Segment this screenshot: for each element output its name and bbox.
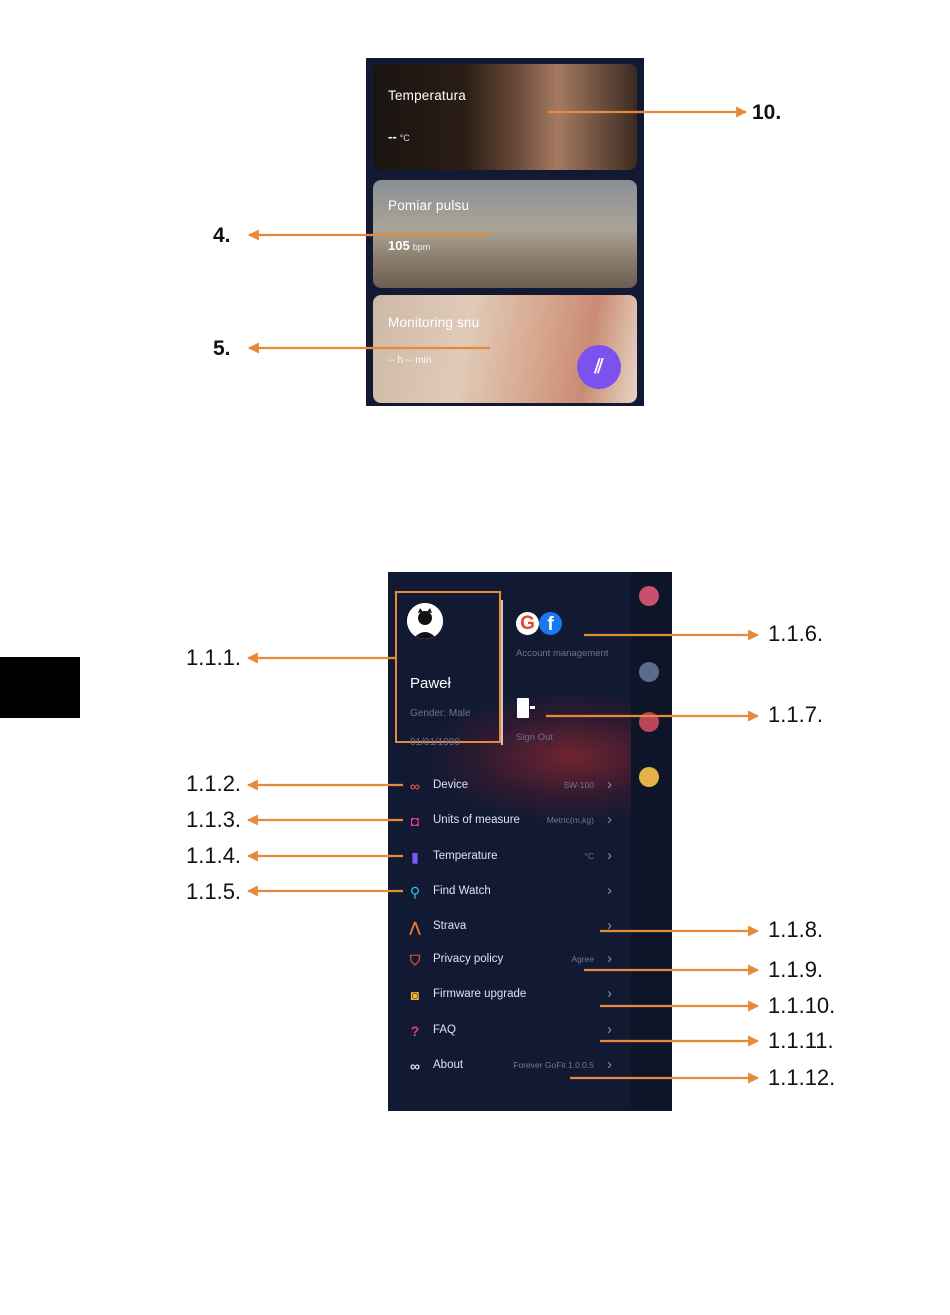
- callout-1-1-6: 1.1.6.: [768, 621, 824, 646]
- callout-5: 5.: [213, 337, 231, 360]
- menu-item-temperature[interactable]: ▮ Temperature °C ›: [404, 846, 614, 868]
- callout-1-1-11: 1.1.11.: [768, 1028, 834, 1053]
- profile-name: Paweł: [410, 675, 451, 692]
- profile-panel[interactable]: Paweł Gender: Male 01/01/1990: [395, 591, 501, 748]
- menu-item-firmware-upgrade[interactable]: ◙ Firmware upgrade ›: [404, 984, 614, 1006]
- chevron-right-icon: ›: [607, 950, 612, 967]
- circle-icon: [639, 662, 659, 682]
- menu-item-label: Privacy policy: [433, 953, 504, 965]
- menu-item-label: Firmware upgrade: [433, 988, 527, 1000]
- menu-item-label: FAQ: [433, 1024, 457, 1036]
- watch-icon: ◙: [410, 987, 420, 1003]
- callout-1-1-8: 1.1.8.: [768, 917, 824, 942]
- menu-item-find-watch[interactable]: ⚲ Find Watch ›: [404, 881, 614, 903]
- account-management-label[interactable]: Account management: [516, 648, 609, 659]
- temperature-card[interactable]: Temperatura --°C: [373, 64, 637, 170]
- menu-item-value: °C: [584, 851, 594, 861]
- chevron-right-icon: ›: [607, 776, 612, 793]
- profile-gender: Gender: Male: [410, 708, 471, 719]
- thermometer-icon: ▮: [411, 849, 419, 865]
- circle-icon: [639, 586, 659, 606]
- chevron-right-icon: ›: [607, 1056, 612, 1073]
- temperature-card-value: --°C: [388, 129, 410, 144]
- avatar-icon: [407, 603, 443, 639]
- menu-item-label: Strava: [433, 920, 467, 932]
- facebook-icon[interactable]: f: [539, 612, 562, 635]
- question-icon: ?: [410, 1023, 420, 1039]
- callout-1-1-1: 1.1.1.: [186, 645, 242, 670]
- chevron-right-icon: ›: [607, 811, 612, 828]
- callout-1-1-7: 1.1.7.: [768, 702, 824, 727]
- background-page-strip: [631, 572, 672, 1111]
- link-icon: ∞: [410, 778, 420, 794]
- chevron-right-icon: ›: [607, 985, 612, 1002]
- menu-item-privacy-policy[interactable]: ⛉ Privacy policy Agree ›: [404, 949, 614, 971]
- chevron-right-icon: ›: [607, 847, 612, 864]
- shield-icon: ⛉: [409, 952, 421, 968]
- menu-item-label: About: [433, 1059, 464, 1071]
- menu-item-units-of-measure[interactable]: ◘ Units of measure Metric(m,kg) ›: [404, 810, 614, 832]
- settings-menu-screen: Paweł Gender: Male 01/01/1990 G f Accoun…: [388, 572, 672, 1111]
- circle-icon: [639, 767, 659, 787]
- callout-1-1-2: 1.1.2.: [186, 771, 242, 796]
- menu-item-label: Temperature: [433, 850, 498, 862]
- pulse-card-title: Pomiar pulsu: [388, 198, 470, 213]
- profile-birth-date: 01/01/1990: [410, 737, 461, 748]
- menu-item-value: Forever GoFit 1.0.0.5: [513, 1060, 594, 1070]
- menu-item-value: Agree: [571, 954, 594, 964]
- menu-item-about[interactable]: ∞ About Forever GoFit 1.0.0.5 ›: [404, 1055, 614, 1077]
- temperature-card-title: Temperatura: [388, 88, 466, 103]
- divider: [501, 600, 503, 745]
- ruler-icon: ◘: [410, 813, 420, 829]
- infinity-icon: ∞: [410, 1058, 420, 1074]
- chevron-right-icon: ›: [607, 917, 612, 934]
- menu-item-label: Device: [433, 779, 469, 791]
- menu-item-strava[interactable]: ⋀ Strava ›: [404, 916, 614, 938]
- search-icon: ⚲: [409, 884, 421, 900]
- callout-1-1-3: 1.1.3.: [186, 807, 242, 832]
- callout-1-1-10: 1.1.10.: [768, 993, 836, 1018]
- menu-item-faq[interactable]: ? FAQ ›: [404, 1020, 614, 1042]
- sign-out-label[interactable]: Sign Out: [516, 732, 553, 743]
- sleep-card-value: -- h -- min: [388, 355, 432, 366]
- callout-10: 10.: [752, 101, 782, 124]
- callout-1-1-4: 1.1.4.: [186, 843, 242, 868]
- chevron-right-icon: ›: [607, 882, 612, 899]
- menu-item-device[interactable]: ∞ Device SW-100 ›: [404, 775, 614, 797]
- callout-1-1-9: 1.1.9.: [768, 957, 824, 982]
- menu-item-value: SW-100: [563, 780, 594, 790]
- menu-item-label: Find Watch: [433, 885, 491, 897]
- strava-icon: ⋀: [409, 919, 421, 935]
- chevron-right-icon: ›: [607, 1021, 612, 1038]
- sign-out-icon[interactable]: [517, 698, 535, 718]
- callout-4: 4.: [213, 224, 231, 247]
- menu-item-label: Units of measure: [433, 814, 520, 826]
- callout-1-1-12: 1.1.12.: [768, 1065, 836, 1090]
- menu-item-value: Metric(m,kg): [546, 815, 594, 825]
- section-tab: [0, 657, 80, 718]
- slash-lines-icon[interactable]: ⫽: [577, 345, 621, 389]
- google-icon[interactable]: G: [516, 612, 539, 635]
- sleep-card-title: Monitoring snu: [388, 315, 480, 330]
- callout-1-1-5: 1.1.5.: [186, 879, 242, 904]
